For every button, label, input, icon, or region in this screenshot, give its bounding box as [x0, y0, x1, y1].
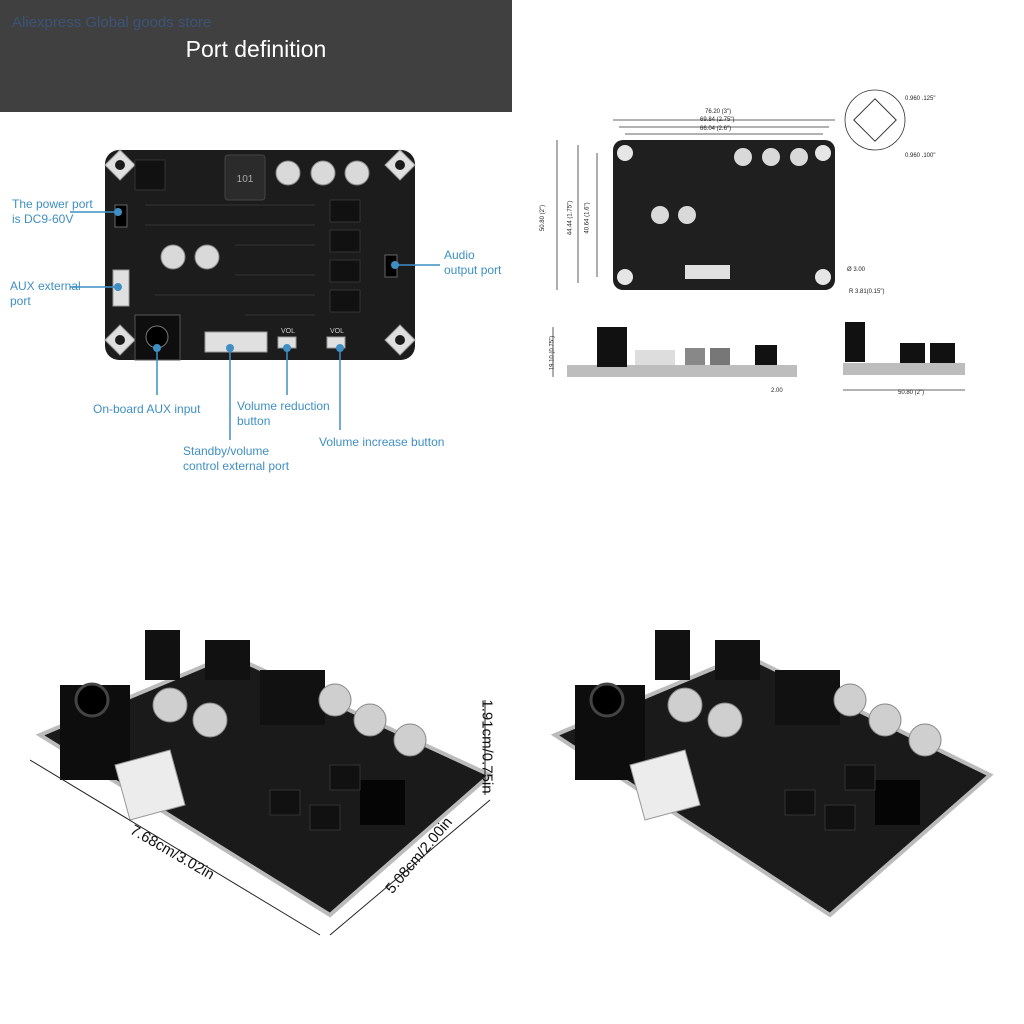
vol-minus-mark: VOL	[281, 328, 295, 335]
callout-onboard-aux: On-board AUX input	[93, 402, 201, 416]
callout-vol-down: Volume reduction button	[237, 399, 330, 428]
page-title: Port definition	[185, 36, 327, 62]
dim-hole: Ø 3.00	[847, 267, 866, 273]
board-top-view: 101 VOL VOL	[104, 149, 416, 361]
dim-detail-1: 0.960 .125"	[905, 96, 936, 102]
dim-side-height: 19.10 (0.75")	[549, 335, 556, 371]
board-perspective-right	[550, 630, 994, 918]
callout-power-port: The power port is DC9-60V	[12, 197, 93, 226]
callout-lines	[70, 208, 440, 440]
dim-detail-2: 0.960 .100"	[905, 153, 936, 159]
measure-height: 1.91cm/0.75in	[478, 699, 496, 794]
dim-side-width: 50.80 (2")	[898, 390, 925, 396]
callout-audio-port: Audio output port	[444, 248, 502, 277]
dim-side-thickness: 2.00	[771, 388, 783, 394]
dimension-drawing	[552, 89, 965, 391]
board-perspective-left	[30, 630, 494, 936]
dim-width-1: 76.20 (3")	[705, 109, 732, 115]
dim-height-2: 44.44 (1.75")	[567, 200, 574, 236]
callout-aux-port: AUX external port	[10, 279, 81, 308]
vol-plus-mark: VOL	[330, 328, 344, 335]
dim-radius: R 3.81(0.15")	[849, 289, 885, 295]
watermark-text: Aliexpress Global goods store	[12, 14, 212, 31]
dim-width-3: 66.04 (2.6")	[700, 126, 732, 132]
callout-standby: Standby/volume control external port	[183, 444, 290, 473]
inductor-label: 101	[237, 174, 254, 185]
dim-height-1: 50.80 (2")	[540, 204, 547, 232]
dim-height-3: 40.64 (1.6")	[584, 202, 591, 234]
callout-vol-up: Volume increase button	[319, 435, 445, 449]
header-banner: Aliexpress Global goods store Port defin…	[0, 0, 512, 112]
dim-width-2: 69.84 (2.75")	[700, 117, 735, 123]
